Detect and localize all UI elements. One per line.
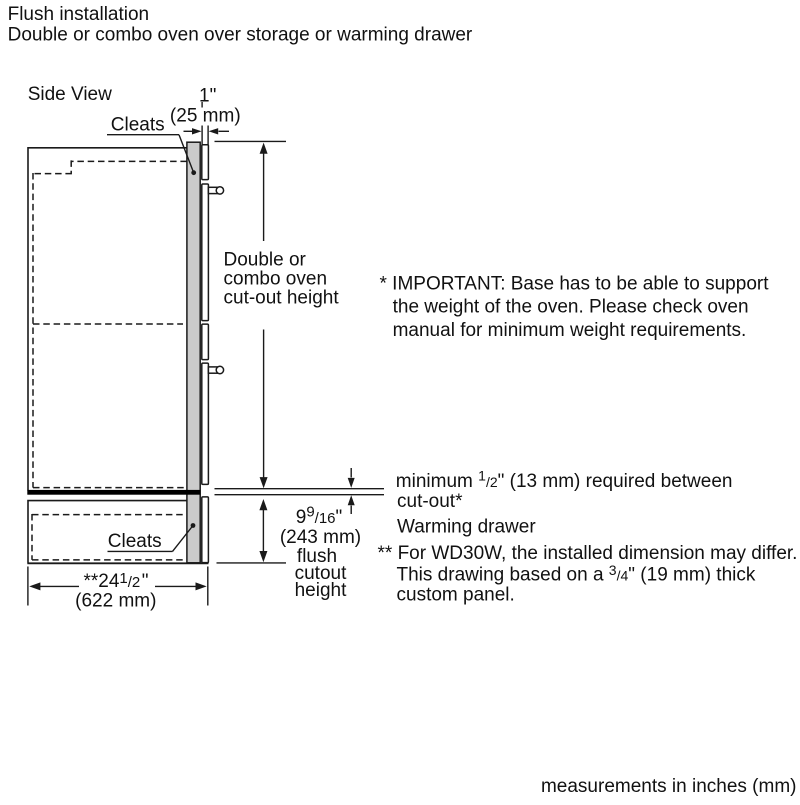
svg-text:This drawing based on a 3/4" (: This drawing based on a 3/4" (19 mm) thi… xyxy=(397,562,756,586)
svg-text:** For WD30W, the installed di: ** For WD30W, the installed dimension ma… xyxy=(378,543,798,564)
svg-text:combo oven: combo oven xyxy=(224,269,328,290)
svg-text:Cleats: Cleats xyxy=(111,115,165,136)
svg-text:* IMPORTANT: Base has to be ab: * IMPORTANT: Base has to be able to supp… xyxy=(380,274,770,295)
svg-text:Flush installation: Flush installation xyxy=(8,4,150,25)
svg-text:measurements in inches (mm): measurements in inches (mm) xyxy=(541,776,797,797)
svg-text:cut-out height: cut-out height xyxy=(224,288,340,309)
svg-text:cutout: cutout xyxy=(295,563,347,584)
svg-text:Side View: Side View xyxy=(28,84,112,105)
svg-text:(622 mm): (622 mm) xyxy=(75,591,156,612)
svg-text:manual for minimum weight requ: manual for minimum weight requirements. xyxy=(393,320,747,341)
svg-text:minimum 1/2" (13 mm) required: minimum 1/2" (13 mm) required between xyxy=(396,468,733,493)
svg-text:the weight of the oven. Please: the weight of the oven. Please check ove… xyxy=(393,297,749,318)
svg-text:Double or combo oven over stor: Double or combo oven over storage or war… xyxy=(8,25,473,46)
svg-text:(25 mm): (25 mm) xyxy=(170,105,241,126)
svg-text:99/16": 99/16" xyxy=(296,504,343,529)
svg-text:Warming drawer: Warming drawer xyxy=(397,517,536,538)
svg-text:(243 mm): (243 mm) xyxy=(280,527,361,548)
svg-text:Double or: Double or xyxy=(224,250,307,271)
svg-text:height: height xyxy=(295,580,347,601)
svg-text:**241/2": **241/2" xyxy=(83,570,148,592)
svg-text:cut-out*: cut-out* xyxy=(397,491,463,512)
svg-text:1": 1" xyxy=(199,86,216,107)
svg-text:custom panel.: custom panel. xyxy=(397,584,515,605)
svg-text:Cleats: Cleats xyxy=(108,531,162,552)
svg-text:flush: flush xyxy=(297,546,337,567)
